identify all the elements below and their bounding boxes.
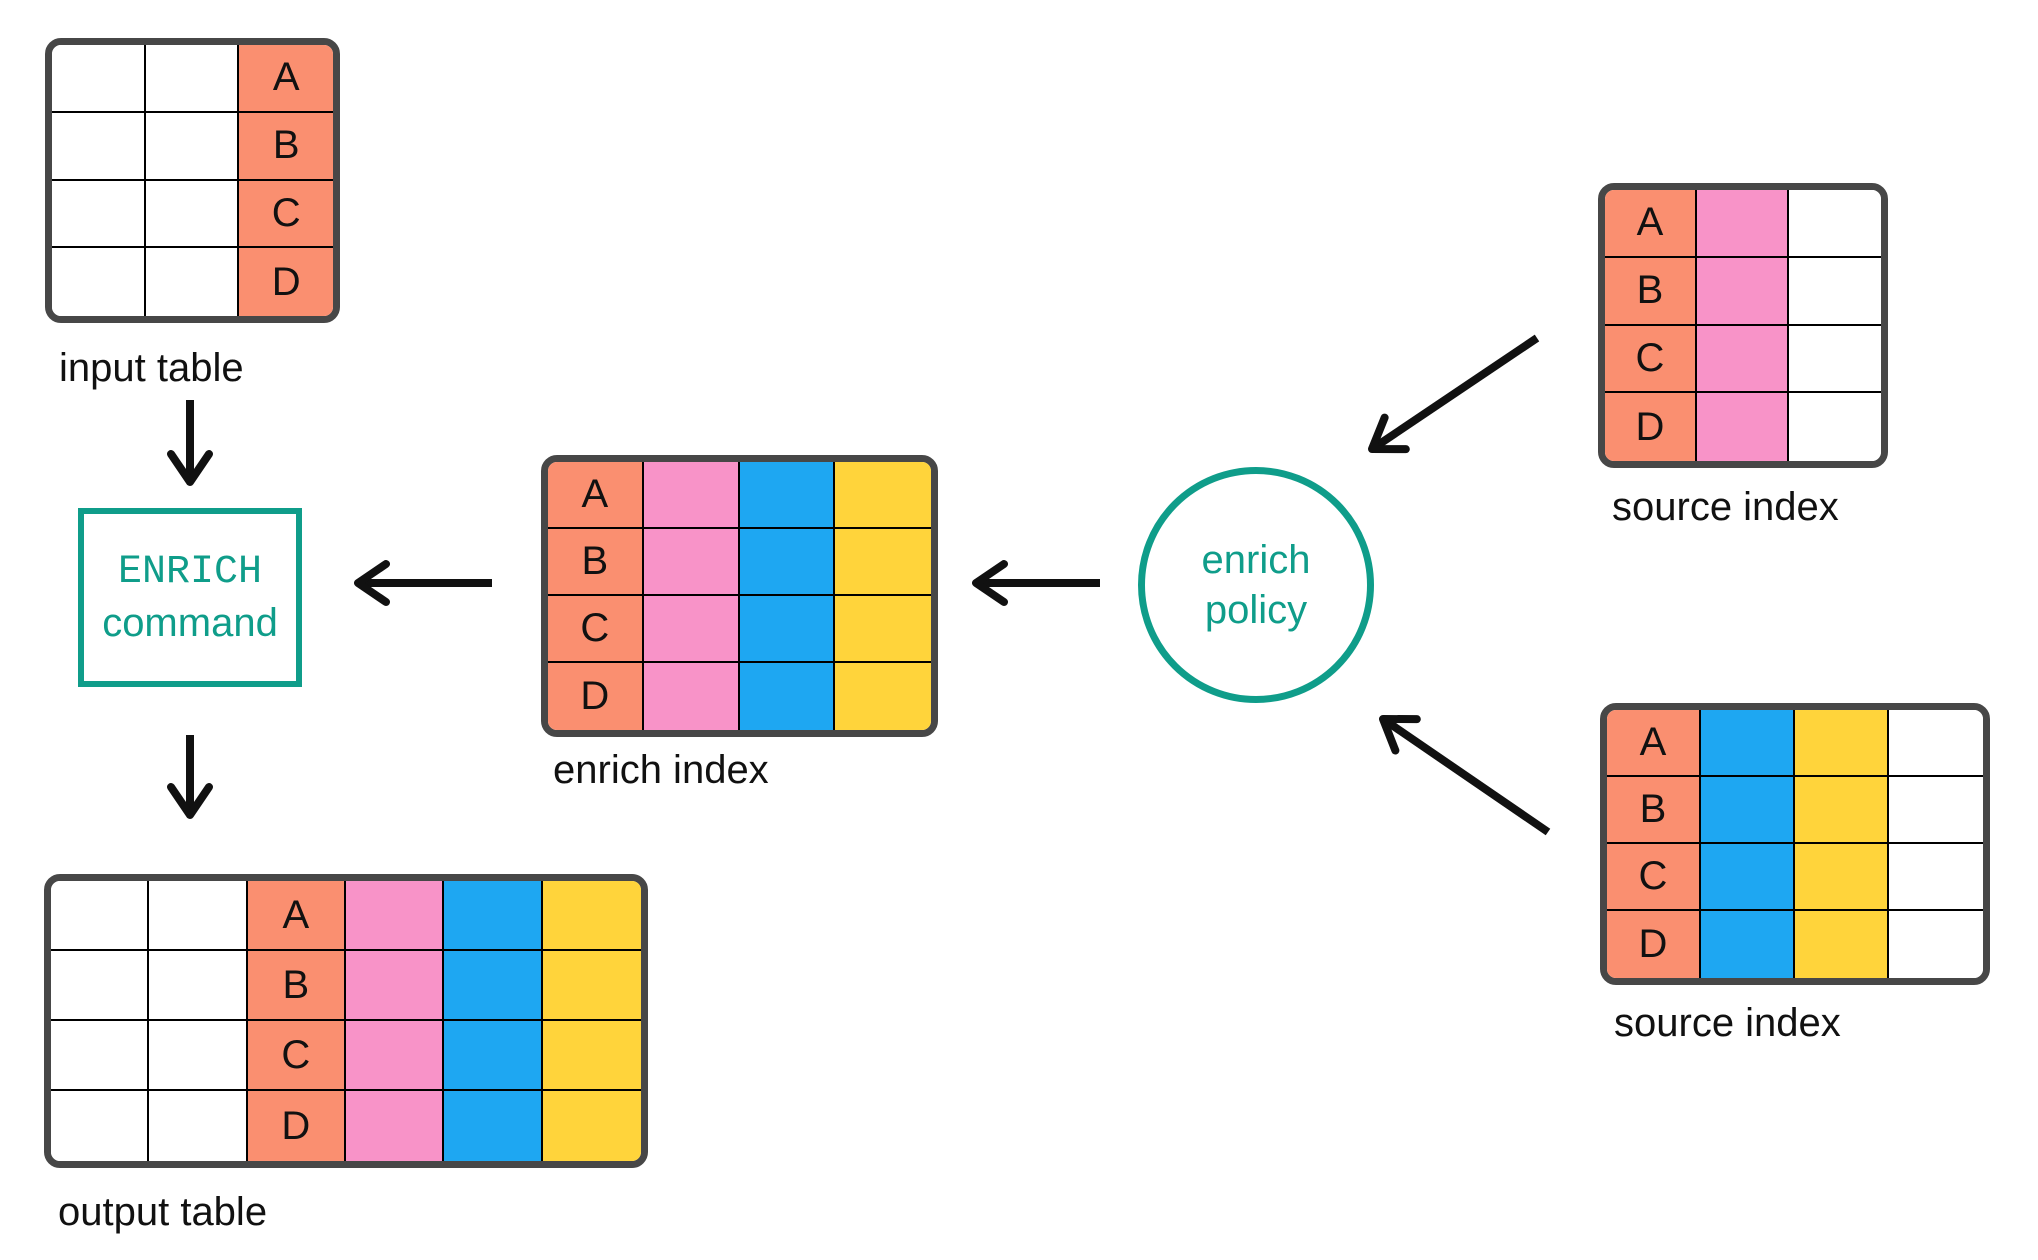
table-cell <box>51 1091 150 1161</box>
table-cell <box>643 462 740 529</box>
table-cell <box>1697 393 1789 461</box>
table-cell: A <box>239 45 333 113</box>
table-cell: D <box>247 1091 346 1161</box>
enrich-command-line2: command <box>102 600 278 645</box>
table-cell <box>1795 911 1889 978</box>
output-table-label: output table <box>58 1190 268 1234</box>
enrich-command-line1: ENRICH <box>117 549 263 595</box>
input-table-label: input table <box>59 346 244 390</box>
table-cell <box>1697 190 1789 258</box>
table-cell <box>149 951 248 1021</box>
table-cell <box>542 1021 641 1091</box>
table-cell <box>1795 777 1889 844</box>
table-cell <box>542 951 641 1021</box>
table-cell <box>346 951 445 1021</box>
table-cell <box>835 529 931 596</box>
table-cell <box>145 180 240 249</box>
table-cell <box>739 462 836 529</box>
table-cell <box>51 881 150 951</box>
table-cell <box>643 663 740 730</box>
table-cell: C <box>247 1021 346 1091</box>
table-cell: C <box>1607 844 1701 911</box>
source-index-top-label: source index <box>1612 485 1839 529</box>
table-cell <box>52 180 146 249</box>
table-cell <box>145 248 240 316</box>
table-cell <box>52 112 146 181</box>
table-cell <box>835 596 931 663</box>
table-cell <box>51 951 150 1021</box>
table-cell <box>643 596 740 663</box>
table-cell: A <box>1605 190 1697 258</box>
table-cell <box>1697 257 1789 326</box>
table-cell <box>739 663 836 730</box>
table-cell <box>444 1091 543 1161</box>
table-cell <box>346 1021 445 1091</box>
table-cell <box>1701 911 1795 978</box>
table-cell <box>52 45 146 113</box>
table-cell: B <box>239 112 333 181</box>
enrich-command-box: ENRICH command <box>78 508 302 687</box>
source-index-bottom-label: source index <box>1614 1001 1841 1045</box>
table-cell: C <box>548 596 644 663</box>
table-cell <box>145 112 240 181</box>
table-cell: B <box>1607 777 1701 844</box>
table-cell <box>1889 911 1983 978</box>
table-cell <box>149 1091 248 1161</box>
table-cell <box>542 881 641 951</box>
table-cell: D <box>1607 911 1701 978</box>
arrow-source-top-to-policy <box>1368 334 1540 454</box>
table-cell: A <box>247 881 346 951</box>
table-cell <box>1889 710 1983 777</box>
table-cell <box>542 1091 641 1161</box>
table-cell: A <box>1607 710 1701 777</box>
table-cell <box>1795 710 1889 777</box>
table-cell <box>444 1021 543 1091</box>
table-cell <box>444 881 543 951</box>
table-cell <box>1789 393 1881 461</box>
table-cell: A <box>548 462 644 529</box>
table-cell <box>444 951 543 1021</box>
table-cell: D <box>1605 393 1697 461</box>
table-cell: D <box>239 248 333 316</box>
table-cell <box>1795 844 1889 911</box>
table-cell <box>1889 844 1983 911</box>
table-cell <box>1889 777 1983 844</box>
table-cell <box>643 529 740 596</box>
enrich-policy-line1: enrich <box>1201 538 1311 582</box>
table-cell <box>1701 844 1795 911</box>
table-cell <box>835 663 931 730</box>
table-cell <box>346 1091 445 1161</box>
table-cell <box>835 462 931 529</box>
table-cell: D <box>548 663 644 730</box>
enrich-policy-line2: policy <box>1204 588 1308 632</box>
table-cell <box>51 1021 150 1091</box>
table-cell <box>1701 777 1795 844</box>
table-cell <box>1789 325 1881 394</box>
enrich-policy-circle: enrich policy <box>1138 467 1374 703</box>
table-cell <box>739 529 836 596</box>
table-cell <box>1701 710 1795 777</box>
table-cell: C <box>1605 325 1697 394</box>
table-cell <box>52 248 146 316</box>
table-cell <box>1697 325 1789 394</box>
enrich-index-label: enrich index <box>553 748 769 792</box>
table-cell <box>346 881 445 951</box>
table-cell <box>149 881 248 951</box>
table-cell <box>739 596 836 663</box>
table-cell: C <box>239 180 333 249</box>
table-cell <box>149 1021 248 1091</box>
table-cell: B <box>548 529 644 596</box>
arrow-source-bottom-to-policy <box>1379 715 1551 836</box>
table-cell: B <box>1605 257 1697 326</box>
table-cell <box>1789 257 1881 326</box>
table-cell: B <box>247 951 346 1021</box>
table-cell <box>1789 190 1881 258</box>
table-cell <box>145 45 240 113</box>
